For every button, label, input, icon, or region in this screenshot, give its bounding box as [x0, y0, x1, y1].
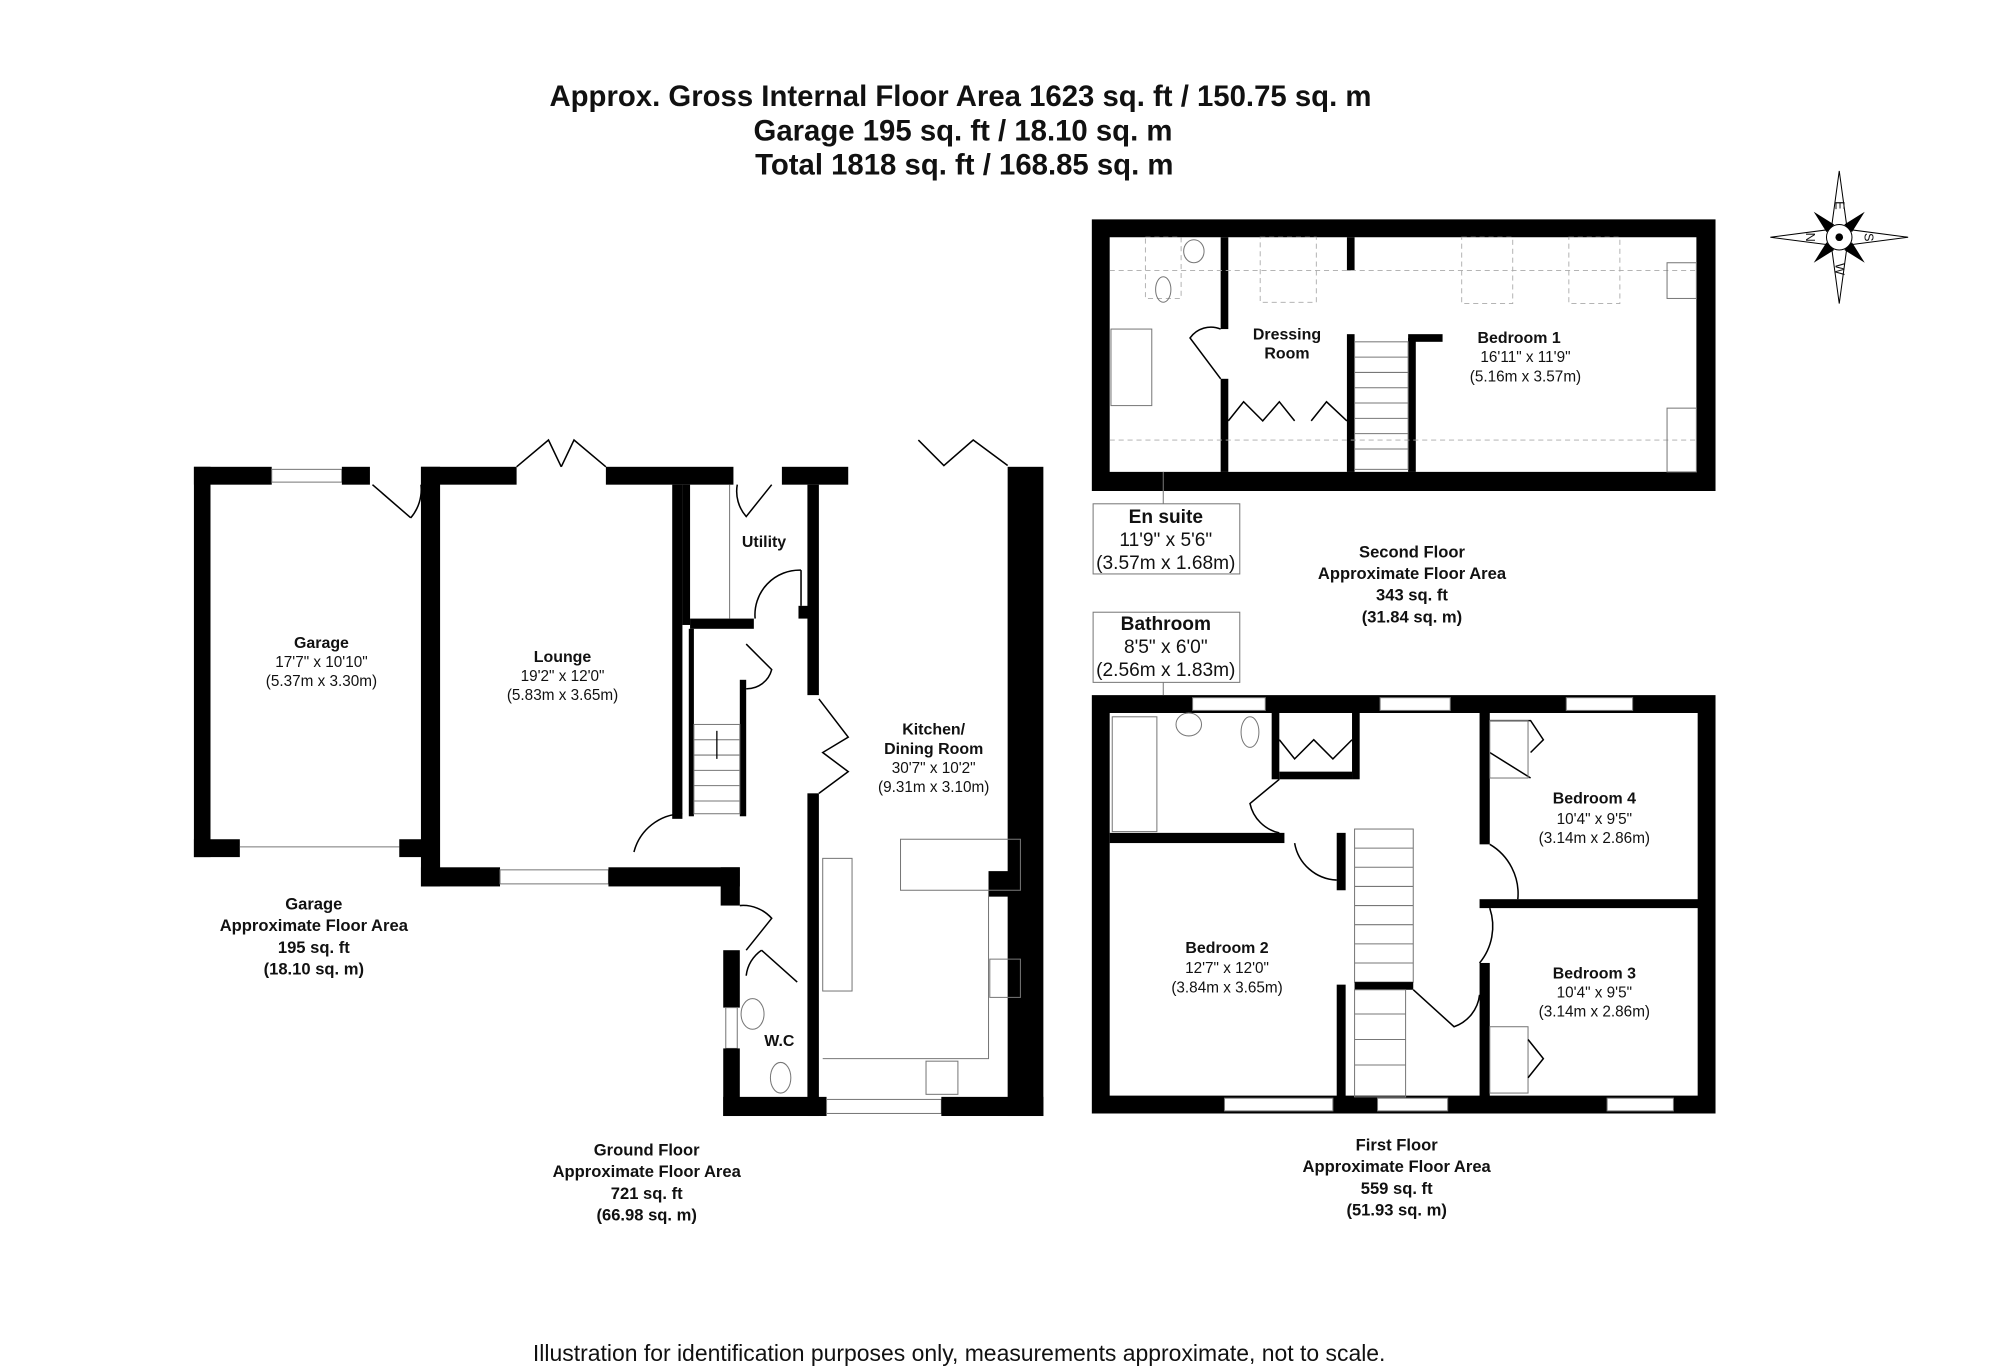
- room-dim-metric: (3.14m x 2.86m): [1539, 830, 1650, 847]
- room-dressing: Dressing Room: [1253, 326, 1321, 362]
- room-dim-imperial: 16'11" x 11'9": [1480, 349, 1570, 366]
- area-title: Second Floor: [1359, 542, 1465, 561]
- area-sqm: (66.98 sq. m): [596, 1206, 696, 1225]
- room-name: Garage: [294, 635, 349, 652]
- room-wc: W.C: [764, 1033, 795, 1050]
- room-dim-imperial: 10'4" x 9'5": [1557, 984, 1632, 1001]
- compass-w: W: [1832, 263, 1847, 275]
- room-bedroom1: Bedroom 1 16'11" x 11'9" (5.16m x 3.57m): [1470, 330, 1581, 385]
- ground-floor-plan: [193, 438, 1044, 1117]
- disclaimer: Illustration for identification purposes…: [533, 1340, 1386, 1366]
- area-sqft: 343 sq. ft: [1376, 586, 1448, 605]
- stairs-second: [1354, 341, 1409, 470]
- first-floor-area-summary: First Floor Approximate Floor Area 559 s…: [1303, 1135, 1492, 1219]
- room-garage: Garage 17'7" x 10'10" (5.37m x 3.30m): [266, 635, 377, 690]
- area-title: Garage: [285, 894, 342, 913]
- area-label: Approximate Floor Area: [220, 916, 409, 935]
- area-title: First Floor: [1356, 1135, 1439, 1154]
- garage-area-summary: Garage Approximate Floor Area 195 sq. ft…: [220, 894, 409, 978]
- room-name-2: Dining Room: [884, 741, 983, 758]
- second-floor-area-summary: Second Floor Approximate Floor Area 343 …: [1318, 542, 1507, 626]
- first-floor-plan: [1091, 682, 1716, 1114]
- area-title: Ground Floor: [594, 1141, 700, 1160]
- area-sqm: (31.84 sq. m): [1362, 607, 1462, 626]
- room-kitchen: Kitchen/ Dining Room 30'7" x 10'2" (9.31…: [878, 722, 989, 796]
- room-name: Lounge: [534, 649, 592, 666]
- room-name: Bedroom 2: [1185, 940, 1268, 957]
- room-utility: Utility: [742, 534, 786, 551]
- second-floor-plan: [1091, 219, 1716, 504]
- area-label: Approximate Floor Area: [553, 1162, 742, 1181]
- ground-floor-labels: Garage 17'7" x 10'10" (5.37m x 3.30m) Lo…: [220, 534, 990, 1224]
- room-bedroom3: Bedroom 3 10'4" x 9'5" (3.14m x 2.86m): [1539, 965, 1650, 1020]
- room-dim-metric: (3.14m x 2.86m): [1539, 1004, 1650, 1021]
- header: Approx. Gross Internal Floor Area 1623 s…: [549, 80, 1371, 182]
- compass-s: S: [1862, 233, 1877, 242]
- area-sqft: 721 sq. ft: [611, 1184, 683, 1203]
- room-ensuite-callout: En suite 11'9" x 5'6" (3.57m x 1.68m): [1092, 503, 1241, 575]
- gross-area-title: Approx. Gross Internal Floor Area 1623 s…: [549, 80, 1371, 113]
- room-dim-metric: (3.84m x 3.65m): [1171, 979, 1282, 996]
- room-name: Bathroom: [1121, 614, 1211, 635]
- room-dim-metric: (5.16m x 3.57m): [1470, 368, 1581, 385]
- area-sqm: (51.93 sq. m): [1346, 1200, 1446, 1219]
- room-name: Bedroom 3: [1553, 965, 1636, 982]
- room-dim-imperial: 10'4" x 9'5": [1557, 811, 1632, 828]
- room-dim-metric: (3.57m x 1.68m): [1096, 553, 1235, 574]
- room-name: Bedroom 4: [1553, 791, 1636, 808]
- area-sqft: 195 sq. ft: [278, 938, 350, 957]
- stairs-first: [1354, 828, 1414, 1098]
- room-dim-metric: (5.83m x 3.65m): [507, 687, 618, 704]
- room-name: Kitchen/: [902, 722, 965, 739]
- area-label: Approximate Floor Area: [1318, 564, 1507, 583]
- total-area-title: Total 1818 sq. ft / 168.85 sq. m: [755, 149, 1173, 182]
- room-dim-metric: (5.37m x 3.30m): [266, 673, 377, 690]
- second-floor-labels: Dressing Room Bedroom 1 16'11" x 11'9" (…: [1092, 326, 1581, 683]
- room-bedroom2: Bedroom 2 12'7" x 12'0" (3.84m x 3.65m): [1171, 940, 1282, 997]
- room-name: Dressing: [1253, 326, 1321, 343]
- area-sqft: 559 sq. ft: [1361, 1179, 1433, 1198]
- compass-n: N: [1803, 233, 1818, 242]
- garage-area-title: Garage 195 sq. ft / 18.10 sq. m: [754, 114, 1173, 147]
- compass-e: E: [1832, 201, 1847, 210]
- room-name: En suite: [1129, 507, 1203, 528]
- room-lounge: Lounge 19'2" x 12'0" (5.83m x 3.65m): [507, 649, 618, 704]
- room-dim-metric: (9.31m x 3.10m): [878, 779, 989, 796]
- room-name: Bedroom 1: [1477, 330, 1560, 347]
- area-label: Approximate Floor Area: [1303, 1157, 1492, 1176]
- area-sqm: (18.10 sq. m): [264, 959, 364, 978]
- room-bathroom-callout: Bathroom 8'5" x 6'0" (2.56m x 1.83m): [1092, 611, 1241, 683]
- first-floor-labels: Bedroom 2 12'7" x 12'0" (3.84m x 3.65m) …: [1171, 791, 1650, 1220]
- room-dim-imperial: 8'5" x 6'0": [1124, 637, 1208, 658]
- room-dim-imperial: 12'7" x 12'0": [1185, 960, 1269, 977]
- room-dim-imperial: 17'7" x 10'10": [275, 654, 367, 671]
- compass-icon: E N S W: [1770, 170, 1909, 304]
- room-name-2: Room: [1264, 345, 1309, 362]
- ground-floor-area-summary: Ground Floor Approximate Floor Area 721 …: [553, 1141, 742, 1225]
- room-dim-imperial: 30'7" x 10'2": [892, 760, 976, 777]
- room-dim-imperial: 19'2" x 12'0": [521, 668, 605, 685]
- room-bedroom4: Bedroom 4 10'4" x 9'5" (3.14m x 2.86m): [1539, 791, 1650, 848]
- room-dim-metric: (2.56m x 1.83m): [1096, 660, 1235, 681]
- stairs-ground: [693, 723, 741, 815]
- room-dim-imperial: 11'9" x 5'6": [1119, 530, 1212, 551]
